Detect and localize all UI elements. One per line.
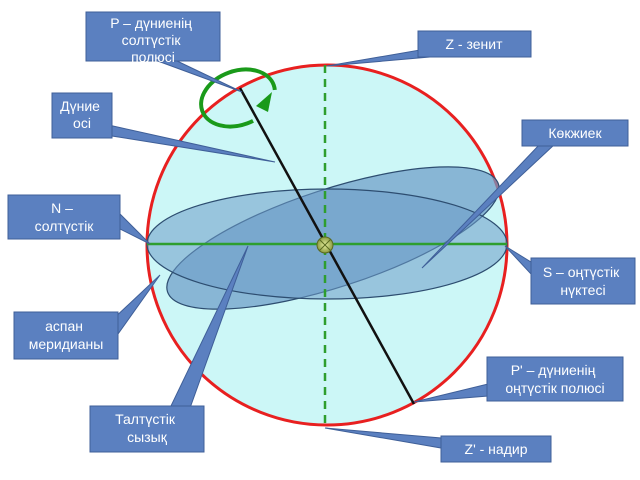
svg-text:аспан меридианы: аспан меридианы [29, 318, 104, 352]
horizon-label: Көкжиек [548, 125, 602, 141]
callout-nadir: Z' - надир [324, 427, 552, 463]
north-point-line1: N – [51, 200, 73, 216]
svg-text:Дүние осі: Дүние осі [60, 98, 104, 131]
meridian-line2: меридианы [29, 336, 104, 352]
callout-north-pole: P – дүниенің солтүстік полюсі [85, 11, 243, 93]
rotation-arrow-icon [199, 67, 277, 129]
north-pole-line1: P – дүниенің [110, 15, 192, 31]
noon-line-line2: сызық [127, 429, 168, 445]
svg-text:Талтүстік сызық: Талтүстік сызық [115, 411, 179, 445]
meridian-line1: аспан [45, 318, 83, 334]
callout-south-point: S – оңтүстік нүктесі [504, 245, 636, 305]
callout-world-axis: Дүние осі [51, 92, 276, 163]
svg-text:Z - зенит: Z - зенит [445, 36, 503, 52]
callout-south-pole: P' – дүниенің оңтүстік полюсі [413, 356, 624, 403]
svg-text:P' – дүниенің оңтүстік п: P' – дүниенің оңтүстік полюсі [505, 362, 604, 396]
callout-zenith: Z - зенит [326, 30, 532, 67]
svg-text:N – солтүстік: N – солтүстік [35, 200, 95, 234]
callout-noon-line: Талтүстік сызық [89, 245, 249, 453]
callout-meridian: аспан меридианы [13, 274, 161, 360]
nadir-label: Z' - надир [465, 441, 528, 457]
north-pole-line2: солтүстік [122, 32, 182, 48]
svg-text:Көкжиек: Көкжиек [548, 125, 602, 141]
north-point-line2: солтүстік [35, 218, 95, 234]
north-pole-line3: полюсі [131, 49, 175, 65]
svg-text:P – дүниенің солтүстік: P – дүниенің солтүстік полюсі [110, 15, 196, 65]
world-axis-line2: осі [73, 115, 91, 131]
south-point-line1: S – оңтүстік [543, 264, 620, 280]
observer-center-icon [316, 236, 334, 254]
south-point-line2: нүктесі [560, 282, 605, 298]
south-pole-line1: P' – дүниенің [511, 362, 596, 378]
south-pole-line2: оңтүстік полюсі [505, 380, 604, 396]
svg-text:Z' - надир: Z' - надир [465, 441, 528, 457]
callout-horizon: Көкжиек [421, 119, 629, 269]
noon-line-line1: Талтүстік [115, 411, 176, 427]
svg-text:S – оңтүстік нүктесі: S – оңтүстік нүктесі [543, 264, 623, 298]
world-axis-line1: Дүние [60, 98, 100, 114]
zenith-label: Z - зенит [445, 36, 503, 52]
callout-north-point: N – солтүстік [7, 194, 151, 245]
